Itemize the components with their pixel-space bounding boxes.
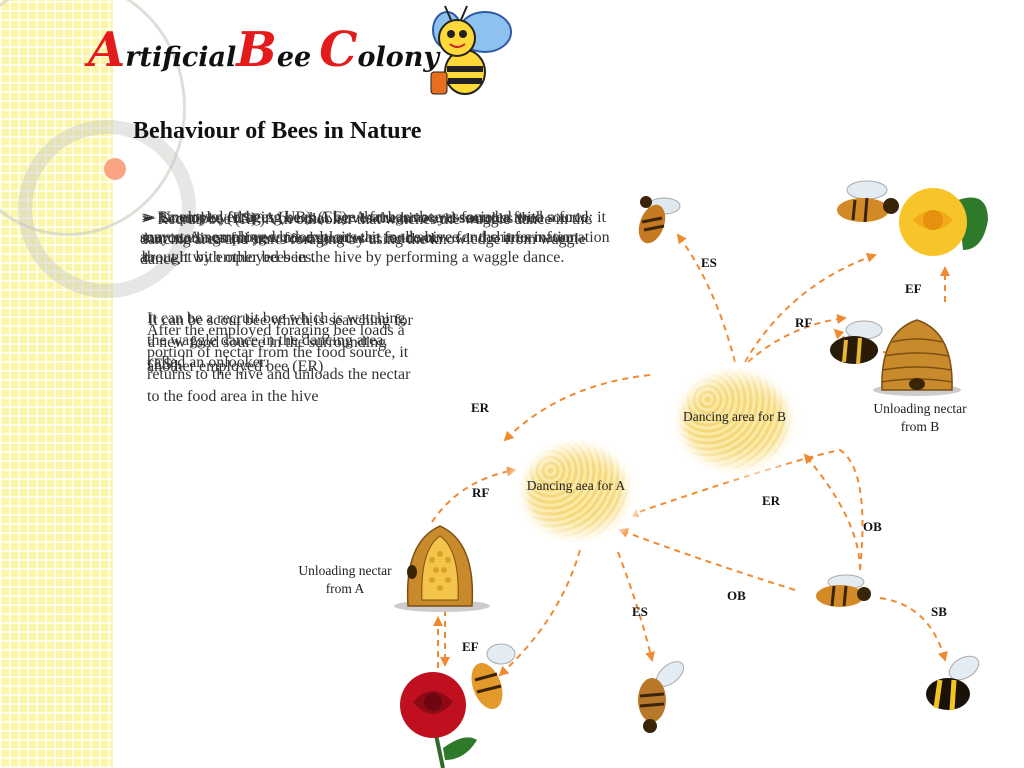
- title-letter: A: [88, 22, 126, 78]
- rose-icon: [899, 188, 988, 256]
- arrow-dance-a-down: [498, 549, 581, 677]
- dancing-area-b-label: Dancing area for B: [682, 409, 787, 424]
- label-es-bottom: ES: [632, 604, 648, 619]
- dancing-area-a-label: Dancing aea for A: [526, 478, 626, 493]
- description-block: ➢ Employed foraging bees (EF): A forager…: [140, 208, 620, 270]
- label-rf-left: RF: [472, 485, 490, 500]
- label-er-mid: ER: [762, 493, 781, 508]
- description-line: ➢ Scout bee (ES): A bee that leaves the …: [143, 210, 537, 247]
- bee-mascot-icon: [430, 5, 512, 95]
- arrow-rf-left: [431, 466, 517, 523]
- bee-icon: [638, 196, 681, 244]
- beehive-icon: [873, 319, 961, 396]
- arrow-er-mid: [628, 448, 864, 571]
- title-word: olony: [357, 42, 440, 73]
- description-line: ➢ Recruit bee (RF): An onlooker that wat…: [140, 211, 592, 268]
- unloading-b-label: Unloading nectar from B: [873, 401, 967, 434]
- label-sb: SB: [931, 604, 947, 619]
- label-ob-bottom: OB: [727, 588, 746, 603]
- background-stripe: [0, 0, 113, 768]
- dancing-area-b: [667, 368, 802, 473]
- arrow-sb: [879, 597, 948, 662]
- beehive-icon: [394, 525, 490, 612]
- arrow-er-left: [503, 374, 651, 442]
- bee-icon: [638, 661, 685, 733]
- label-ob-right: OB: [863, 519, 882, 534]
- bee-icon: [926, 655, 980, 711]
- arrow-es-bottom: [617, 551, 655, 662]
- title-letter: C: [319, 22, 358, 78]
- rose-icon: [400, 672, 477, 768]
- title-word: rtificial: [125, 42, 237, 73]
- label-es-top: ES: [701, 255, 717, 270]
- description-line: another employed bee (ER): [147, 358, 324, 375]
- section-heading: Behaviour of Bees in Nature: [133, 118, 422, 144]
- arrow-ob-bottom: [618, 528, 796, 591]
- arrow-es-top: [676, 233, 736, 363]
- label-ef-bottom: EF: [462, 639, 479, 654]
- dancing-area-a: [512, 440, 640, 542]
- arrow-ob-right: [803, 453, 861, 571]
- arrow-rf-top: [747, 314, 847, 363]
- description-line: It can be a recruit bee which is watchin…: [147, 310, 406, 371]
- description-block: It can be a recruit bee which is watchin…: [147, 308, 422, 438]
- description-line: It can be scout bee which is searching f…: [148, 312, 413, 373]
- unloading-a-label: Unloading nectar from A: [298, 563, 392, 596]
- label-ef-right: EF: [905, 281, 922, 296]
- bee-icon: [816, 574, 871, 607]
- title-letter: B: [236, 22, 277, 78]
- label-rf-top: RF: [795, 315, 813, 330]
- title-word: ee: [276, 42, 312, 73]
- description-line: ➢ Unemployed bees (UB): A bee that has n…: [142, 209, 606, 266]
- bee-icon: [830, 320, 883, 365]
- description-line: ➢ Employed foraging bees (EF): A forager…: [140, 209, 610, 266]
- description-line: After the employed foraging bee loads a …: [147, 322, 411, 405]
- label-er-left: ER: [471, 400, 490, 415]
- bee-icon: [471, 643, 516, 710]
- bee-icon: [837, 180, 899, 223]
